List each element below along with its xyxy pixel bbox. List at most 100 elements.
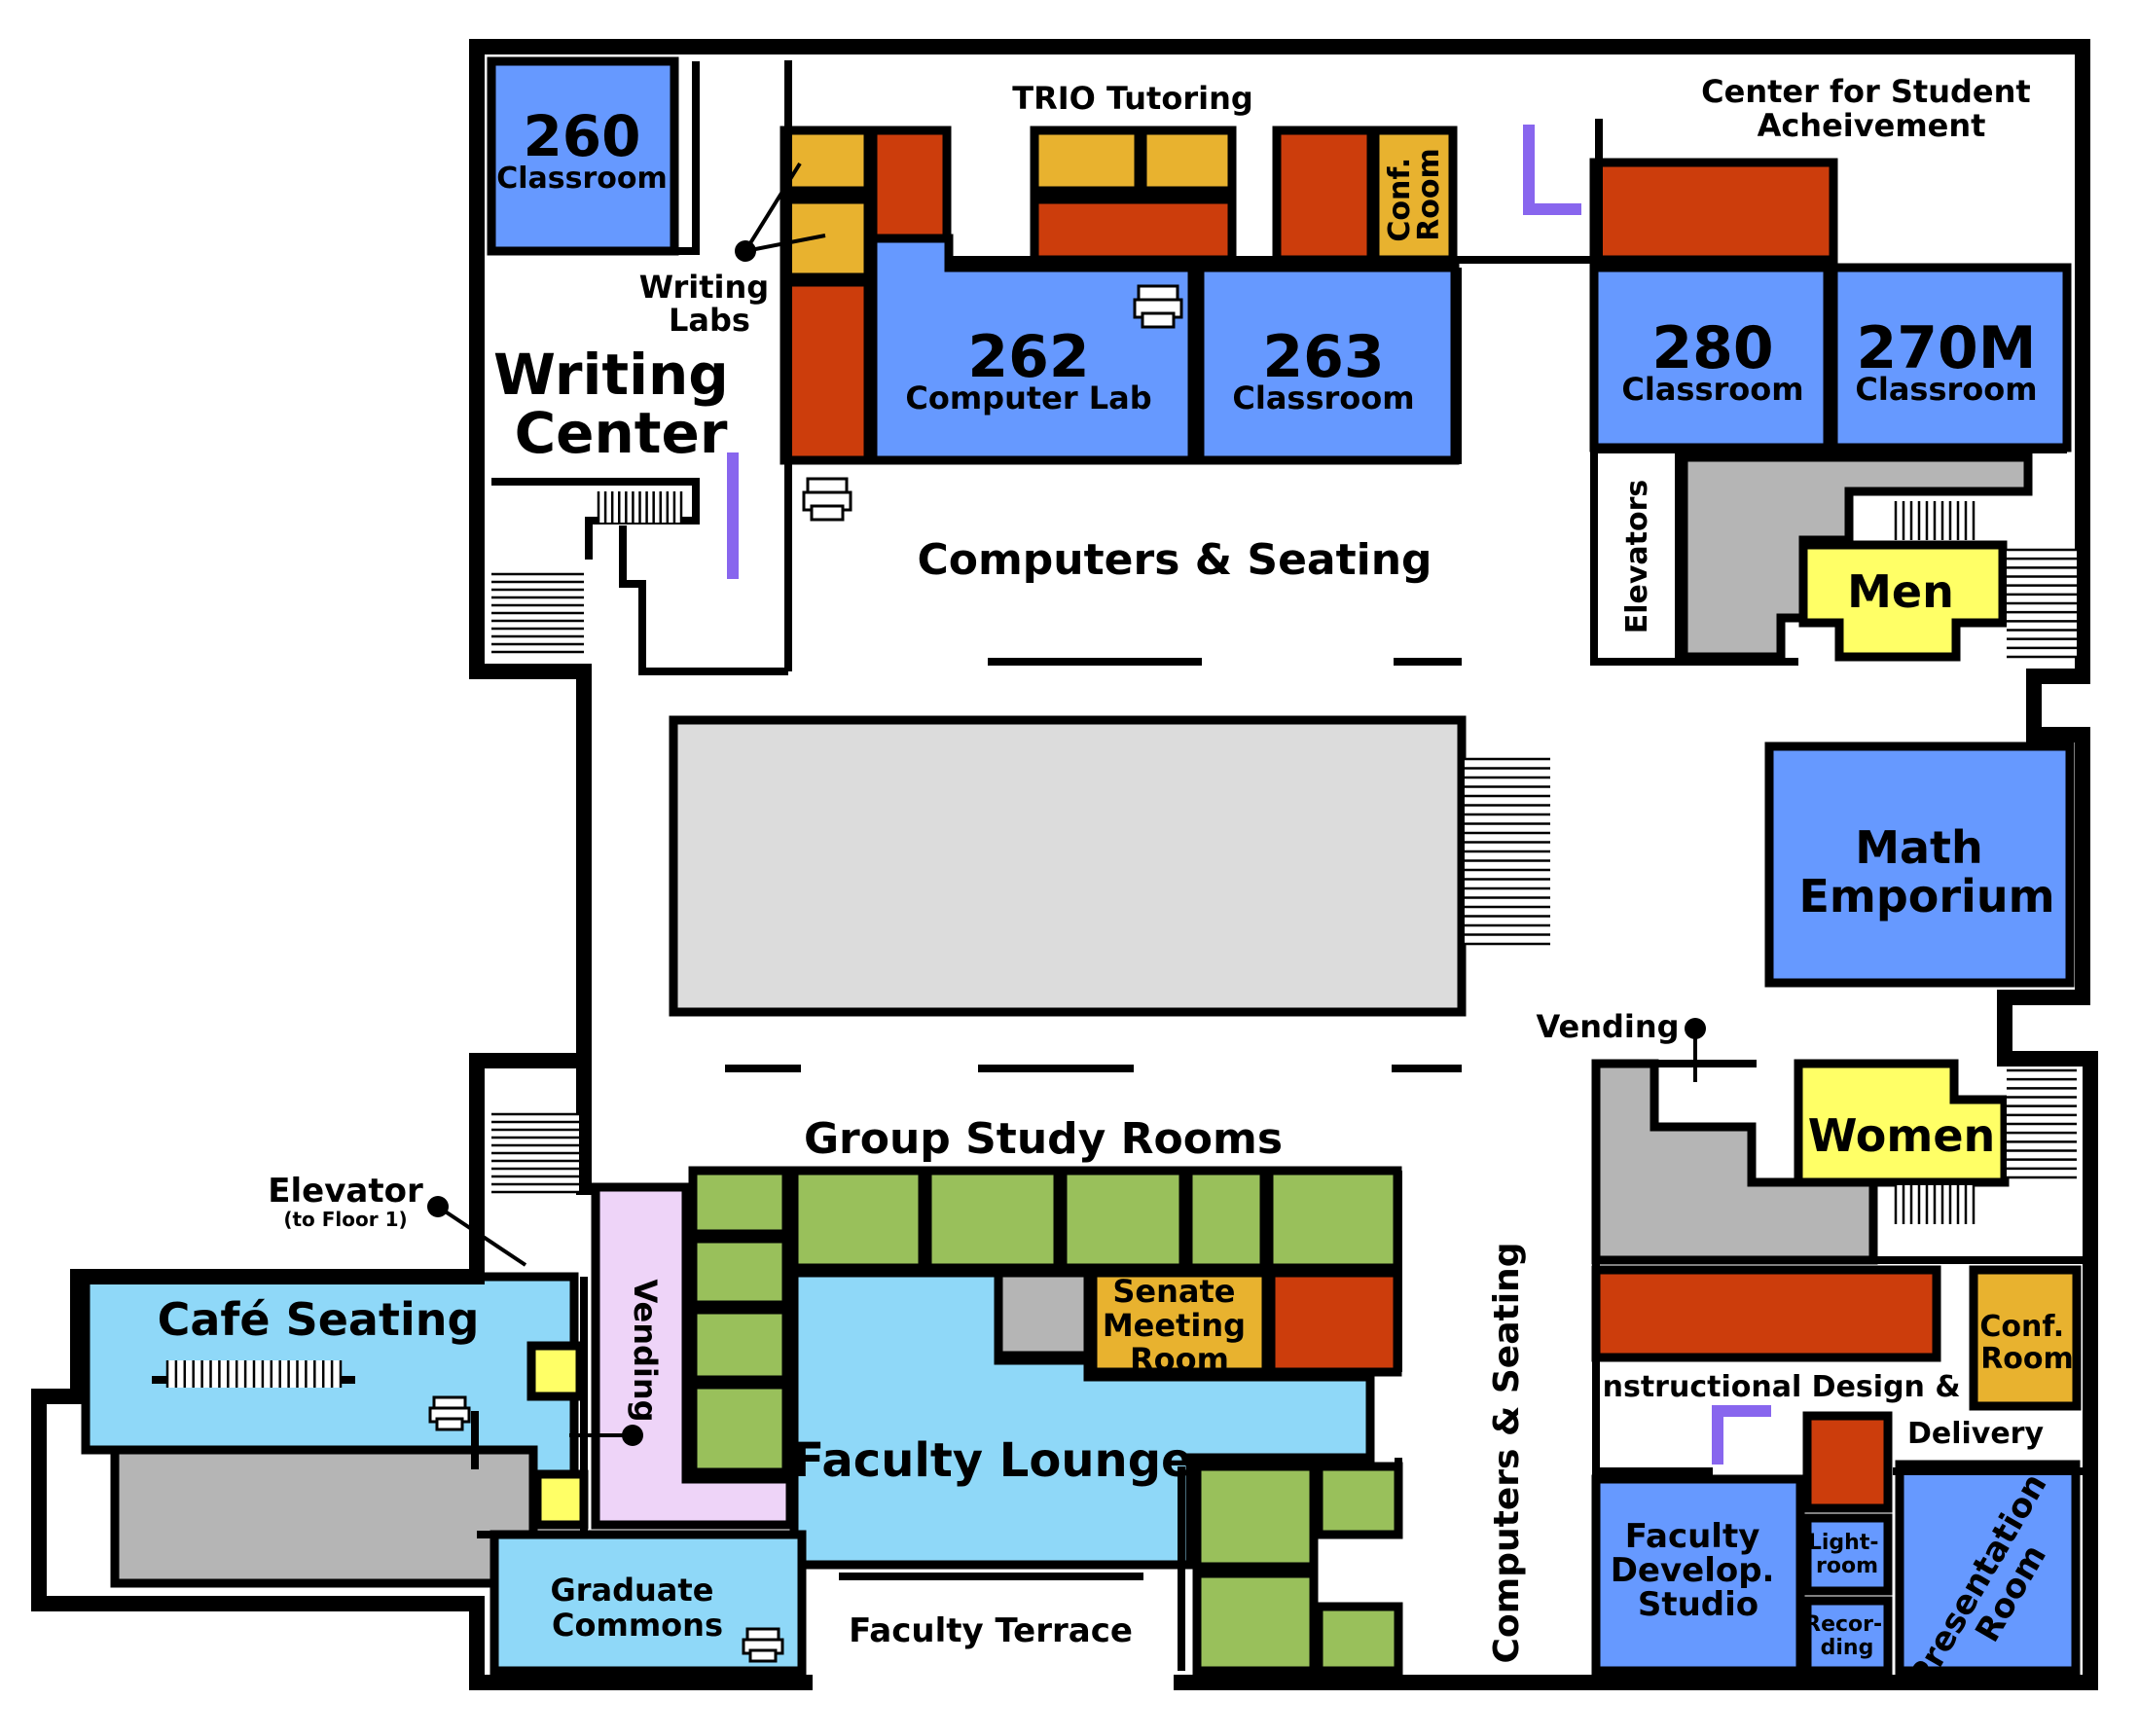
lightroom-line1: Light-	[1808, 1531, 1879, 1555]
trio-office[interactable]	[1030, 195, 1237, 265]
stairs-men-top	[1894, 501, 1976, 540]
recording-label: Recor- ding	[1804, 1612, 1890, 1660]
office-b[interactable]	[779, 277, 873, 465]
room-263-label: Classroom	[1232, 380, 1414, 416]
office-a[interactable]	[868, 126, 952, 243]
trio-room-2[interactable]	[1138, 126, 1237, 196]
womens-restroom[interactable]	[1794, 1059, 2010, 1187]
office-studio[interactable]	[1802, 1411, 1893, 1513]
csa-line1: Center for Student	[1701, 73, 2031, 110]
cafe-restroom-2[interactable]	[532, 1469, 589, 1530]
faculty-lounge[interactable]	[789, 1268, 1375, 1570]
trio-room-1[interactable]	[1030, 126, 1143, 196]
csa-office[interactable]	[1589, 158, 1838, 265]
room-262-label: Computer Lab	[905, 380, 1151, 416]
studio-line1: Faculty	[1625, 1517, 1760, 1556]
outer-walls	[31, 39, 2098, 1690]
study-room-6[interactable]	[923, 1166, 1063, 1273]
elevator-left-sub: (to Floor 1)	[283, 1208, 407, 1231]
mens-restroom[interactable]	[1798, 540, 2008, 662]
study-room-8[interactable]	[1183, 1166, 1269, 1273]
faculty-lounge-label: Faculty Lounge	[792, 1433, 1192, 1488]
instructional-label: Instructional Design &	[1591, 1370, 1960, 1404]
conf-room-right-label: Conf. Room	[1979, 1310, 2074, 1376]
elevators-label: Elevators	[1620, 480, 1654, 634]
conf-right-line1: Conf.	[1979, 1310, 2064, 1344]
recording-room[interactable]	[1802, 1596, 1893, 1676]
graduate-line1: Graduate	[550, 1572, 713, 1609]
room-263[interactable]	[1195, 263, 1460, 465]
printer-icon	[802, 477, 852, 522]
study-room-2[interactable]	[688, 1234, 791, 1310]
study-room-1[interactable]	[688, 1166, 791, 1239]
senate-line1: Senate	[1112, 1273, 1235, 1310]
conf-room-right[interactable]	[1969, 1265, 2082, 1411]
study-room-13[interactable]	[1314, 1602, 1403, 1676]
study-room-11[interactable]	[1314, 1462, 1403, 1539]
lightroom-label: Light- room	[1808, 1531, 1886, 1578]
computers-side-label: Computers & Seating	[1487, 1243, 1527, 1664]
room-263-number: 263	[1262, 323, 1384, 391]
study-room-7[interactable]	[1058, 1166, 1188, 1273]
room-260-number: 260	[523, 103, 640, 169]
recording-line2: ding	[1821, 1636, 1874, 1660]
conf-room-top-label: Conf. Room	[1383, 147, 1446, 241]
womens-restroom-label: Women	[1808, 1109, 1996, 1162]
study-room-10[interactable]	[1192, 1462, 1319, 1572]
writing-lab-2[interactable]	[779, 195, 873, 282]
stairs-atrium	[1465, 757, 1550, 946]
writing-center-label: Writing Center	[493, 342, 748, 466]
study-room-4[interactable]	[688, 1380, 791, 1477]
office-senate[interactable]	[1266, 1268, 1402, 1377]
computers-top-label: Computers & Seating	[917, 535, 1432, 585]
study-room-5[interactable]	[789, 1166, 927, 1273]
stairs-left-mid	[491, 1112, 579, 1194]
study-room-12[interactable]	[1192, 1569, 1319, 1676]
studio-line3: Studio	[1638, 1585, 1758, 1624]
study-room-9[interactable]	[1264, 1166, 1402, 1273]
interior-walls	[152, 60, 2083, 1671]
vending-left-label: Vending	[627, 1279, 664, 1422]
atrium	[669, 715, 1467, 1017]
stairs-top-left-a	[597, 491, 683, 523]
instructional-office[interactable]	[1591, 1265, 1941, 1362]
trio-label: TRIO Tutoring	[1012, 80, 1253, 117]
csa-line2: Acheivement	[1758, 107, 1986, 144]
graduate-commons-label: Graduate Commons	[550, 1572, 724, 1644]
room-262-number: 262	[967, 323, 1089, 391]
senate-line3: Room	[1130, 1341, 1229, 1378]
printer-icon	[742, 1627, 784, 1663]
conf-top-line2: Room	[1412, 148, 1446, 241]
senate-meeting-room[interactable]	[1088, 1268, 1271, 1377]
mens-restroom-label: Men	[1847, 565, 1954, 618]
cafe-restroom-1[interactable]	[526, 1341, 585, 1401]
service-area-top	[1679, 452, 2033, 662]
conf-right-line2: Room	[1980, 1342, 2074, 1376]
senate-line2: Meeting	[1103, 1307, 1246, 1344]
faculty-studio-label: Faculty Develop. Studio	[1611, 1517, 1787, 1624]
writing-lab-1[interactable]	[779, 126, 873, 196]
math-emporium[interactable]	[1764, 741, 2075, 988]
lightroom-line2: room	[1816, 1554, 1878, 1578]
room-280-label: Classroom	[1621, 371, 1803, 408]
writing-labs-label: Writing Labs	[639, 269, 780, 339]
presentation-room[interactable]	[1895, 1460, 2081, 1676]
writing-labs-line1: Writing	[639, 269, 769, 306]
room-270m-number: 270M	[1857, 314, 2037, 382]
room-280-number: 280	[1651, 314, 1773, 382]
graduate-line2: Commons	[552, 1607, 723, 1644]
arrow-icon	[436, 1205, 527, 1267]
printer-icon	[1133, 284, 1183, 329]
stairs-women-right	[2007, 1068, 2077, 1179]
elevator-left-label: Elevator	[268, 1172, 423, 1211]
office-c[interactable]	[1272, 126, 1376, 265]
math-emporium-label: Math Emporium	[1798, 821, 2054, 922]
senate-label: Senate Meeting Room	[1103, 1273, 1256, 1378]
stairs-cafe	[165, 1360, 343, 1388]
room-270m-label: Classroom	[1855, 371, 2037, 408]
conf-top-line1: Conf.	[1383, 158, 1417, 242]
room-280[interactable]	[1589, 263, 1832, 452]
study-room-3[interactable]	[688, 1305, 791, 1385]
studio-line2: Develop.	[1611, 1551, 1775, 1590]
lightroom[interactable]	[1802, 1513, 1893, 1596]
